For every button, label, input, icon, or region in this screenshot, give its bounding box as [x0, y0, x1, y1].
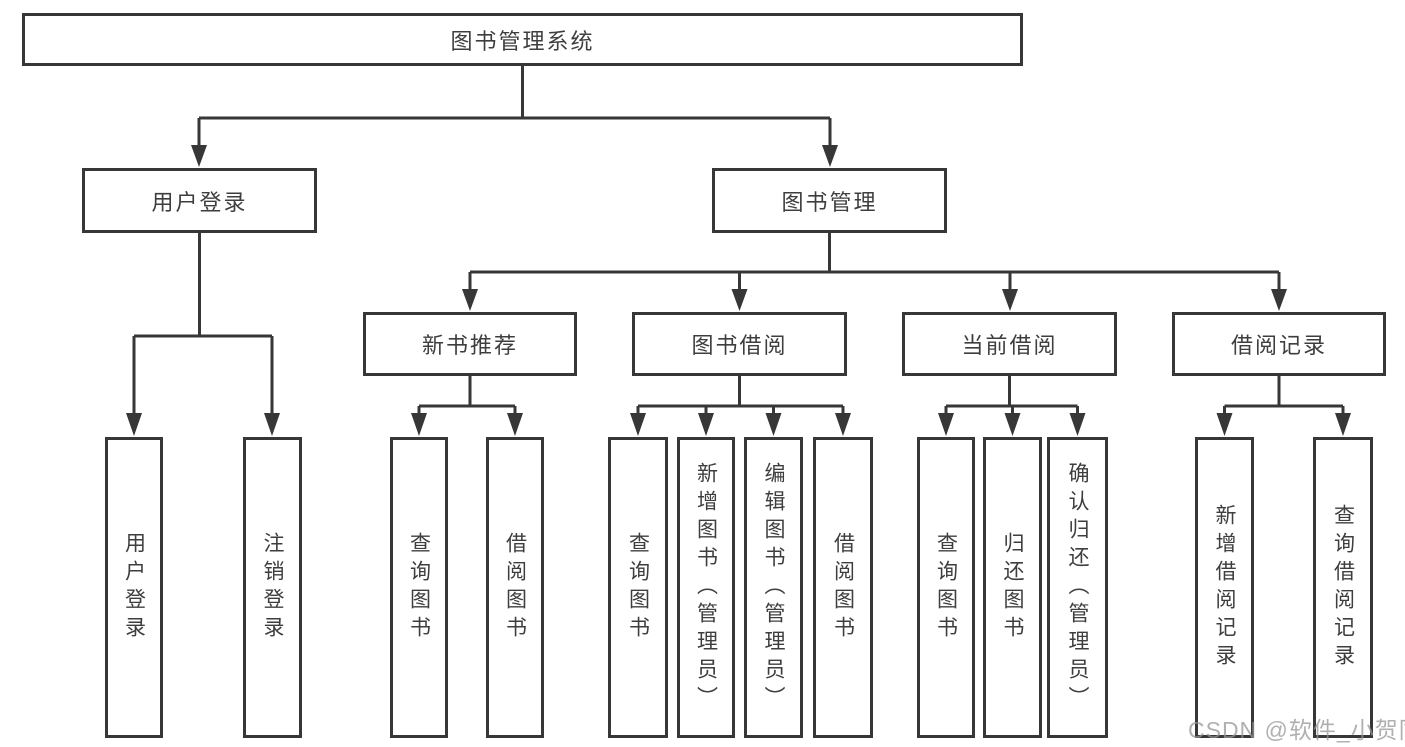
leaf-return-books-label: 归还图书 [1001, 531, 1024, 644]
leaf-borrow-books-recommend-label: 借阅图书 [503, 531, 527, 644]
node-root: 图书管理系统 [22, 13, 1023, 66]
node-new-book-recommend-label: 新书推荐 [421, 333, 518, 358]
node-book-management-label: 图书管理 [781, 189, 878, 215]
connector-user-login-children [126, 233, 280, 436]
leaf-user-login-label: 用户登录 [122, 531, 146, 644]
node-root-label: 图书管理系统 [450, 28, 595, 54]
node-current-borrowing-label: 当前借阅 [961, 333, 1058, 358]
connector-book-management-children [462, 233, 1287, 311]
leaf-query-books-borrowing: 查询图书 [608, 437, 668, 738]
connector-book-borrowing-children [630, 376, 851, 436]
node-new-book-recommend: 新书推荐 [363, 312, 577, 376]
leaf-confirm-return-admin-label: 确认归还（管理员） [1066, 461, 1089, 714]
connector-current-borrowing-children [938, 376, 1086, 436]
leaf-query-books-recommend: 查询图书 [390, 437, 448, 738]
leaf-borrow-books-recommend: 借阅图书 [486, 437, 544, 738]
leaf-query-books-current-label: 查询图书 [934, 531, 958, 644]
leaf-logout-login: 注销登录 [243, 437, 302, 738]
connector-borrowing-records-children [1216, 376, 1351, 436]
leaf-query-borrow-record: 查询借阅记录 [1313, 437, 1373, 738]
node-book-borrowing: 图书借阅 [632, 312, 847, 376]
leaf-query-books-borrowing-label: 查询图书 [626, 531, 650, 644]
leaf-edit-books-admin-label: 编辑图书（管理员） [762, 461, 785, 714]
node-book-borrowing-label: 图书借阅 [691, 333, 788, 358]
leaf-add-borrow-record: 新增借阅记录 [1195, 437, 1254, 738]
node-user-login: 用户登录 [82, 168, 317, 233]
leaf-query-borrow-record-label: 查询借阅记录 [1331, 503, 1355, 672]
leaf-logout-login-label: 注销登录 [261, 531, 284, 644]
leaf-edit-books-admin: 编辑图书（管理员） [744, 437, 803, 738]
leaf-confirm-return-admin: 确认归还（管理员） [1047, 437, 1108, 738]
leaf-return-books: 归还图书 [983, 437, 1042, 738]
leaf-borrow-books-borrowing-label: 借阅图书 [831, 531, 855, 644]
leaf-query-books-recommend-label: 查询图书 [407, 531, 431, 644]
connector-new-book-children [411, 376, 523, 436]
leaf-add-borrow-record-label: 新增借阅记录 [1213, 503, 1236, 672]
node-borrowing-records: 借阅记录 [1172, 312, 1386, 376]
node-borrowing-records-label: 借阅记录 [1230, 333, 1327, 358]
connector-root-to-level2 [191, 66, 838, 167]
leaf-user-login: 用户登录 [105, 437, 163, 738]
leaf-add-books-admin: 新增图书（管理员） [677, 437, 735, 738]
leaf-query-books-current: 查询图书 [917, 437, 975, 738]
leaf-borrow-books-borrowing: 借阅图书 [813, 437, 873, 738]
node-current-borrowing: 当前借阅 [902, 312, 1117, 376]
node-user-login-label: 用户登录 [151, 189, 248, 215]
leaf-add-books-admin-label: 新增图书（管理员） [694, 461, 718, 714]
node-book-management: 图书管理 [712, 168, 947, 233]
